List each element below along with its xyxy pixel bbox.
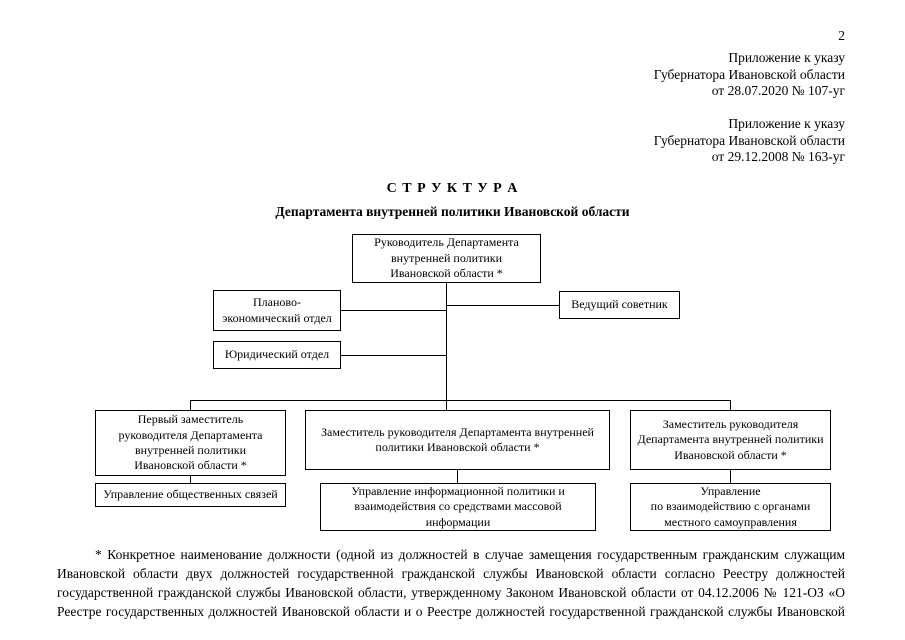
connector-line: [341, 310, 446, 311]
org-box-line: Управление: [700, 483, 761, 498]
org-box-line: экономический отдел: [222, 310, 332, 325]
org-box-public-relations: Управление общественных связей: [95, 483, 286, 507]
org-box-line: Ивановской области *: [390, 266, 503, 281]
org-box-line: Юридический отдел: [224, 347, 330, 362]
connector-line: [446, 305, 559, 306]
org-box-legal-department: Юридический отдел: [213, 341, 341, 369]
org-box-line: местного самоуправления: [664, 514, 797, 529]
org-box-deputy-3: Заместитель руководителя Департамента вн…: [630, 410, 831, 470]
document-title: С Т Р У К Т У Р А: [386, 181, 519, 196]
org-box-line: Заместитель руководителя Департамента вн…: [321, 424, 594, 439]
annex-reference-2: Приложение к указу Губернатора Ивановско…: [654, 116, 845, 166]
org-box-line: Управление общественных связей: [103, 487, 278, 502]
org-box-line: Ивановской области *: [674, 447, 787, 462]
org-box-line: Управление информационной политики и: [351, 483, 565, 498]
page-number: 2: [838, 28, 845, 43]
org-box-line: политики Ивановской области *: [375, 440, 540, 454]
connector-line: [190, 400, 731, 401]
connector-line: [730, 400, 731, 410]
annex-line: от 28.07.2020 № 107-уг: [711, 83, 845, 98]
connector-line: [457, 469, 458, 483]
org-box-local-government: Управление по взаимодействию с органами …: [630, 483, 831, 531]
connector-line: [341, 355, 446, 356]
org-box-deputy-2: Заместитель руководителя Департамента вн…: [305, 410, 610, 470]
connector-line: [446, 400, 447, 410]
annex-line: Губернатора Ивановской области: [653, 66, 845, 82]
connector-line: [190, 400, 191, 410]
org-box-line: Планово-: [253, 295, 301, 310]
org-box-line: руководителя Департамента: [118, 427, 263, 442]
annex-reference-1: Приложение к указу Губернатора Ивановско…: [654, 50, 845, 100]
org-box-line: Первый заместитель: [137, 412, 244, 427]
document-subtitle: Департамента внутренней политики Ивановс…: [275, 204, 630, 219]
annex-line: Приложение к указу: [728, 116, 845, 131]
org-box-line: Ведущий советник: [571, 297, 668, 312]
org-box-line: информации: [425, 514, 491, 529]
org-box-line: по взаимодействию с органами: [650, 499, 811, 514]
org-box-line: Руководитель Департамента: [374, 235, 519, 250]
org-box-line: Департамента внутренней политики: [637, 432, 824, 447]
connector-line: [730, 469, 731, 483]
org-box-line: внутренней политики: [391, 250, 502, 265]
org-box-line: внутренней политики: [135, 443, 246, 457]
annex-line: от 29.12.2008 № 163-уг: [711, 149, 845, 164]
org-box-first-deputy: Первый заместитель руководителя Департам…: [95, 410, 286, 476]
org-box-lead-advisor: Ведущий советник: [559, 291, 680, 319]
org-box-line: Ивановской области *: [134, 458, 247, 473]
org-box-line: Заместитель руководителя: [662, 416, 799, 431]
org-box-planning-department: Планово- экономический отдел: [213, 290, 341, 331]
annex-line: Губернатора Ивановской области: [653, 132, 845, 148]
connector-line: [190, 475, 191, 483]
org-box-director: Руководитель Департамента внутренней пол…: [352, 234, 541, 283]
footnote: * Конкретное наименование должности (одн…: [57, 547, 845, 619]
connector-line: [446, 283, 447, 400]
org-box-line: взаимодействия со средствами массовой: [354, 499, 562, 514]
annex-line: Приложение к указу: [728, 50, 845, 65]
org-box-information-policy: Управление информационной политики и вза…: [320, 483, 596, 531]
